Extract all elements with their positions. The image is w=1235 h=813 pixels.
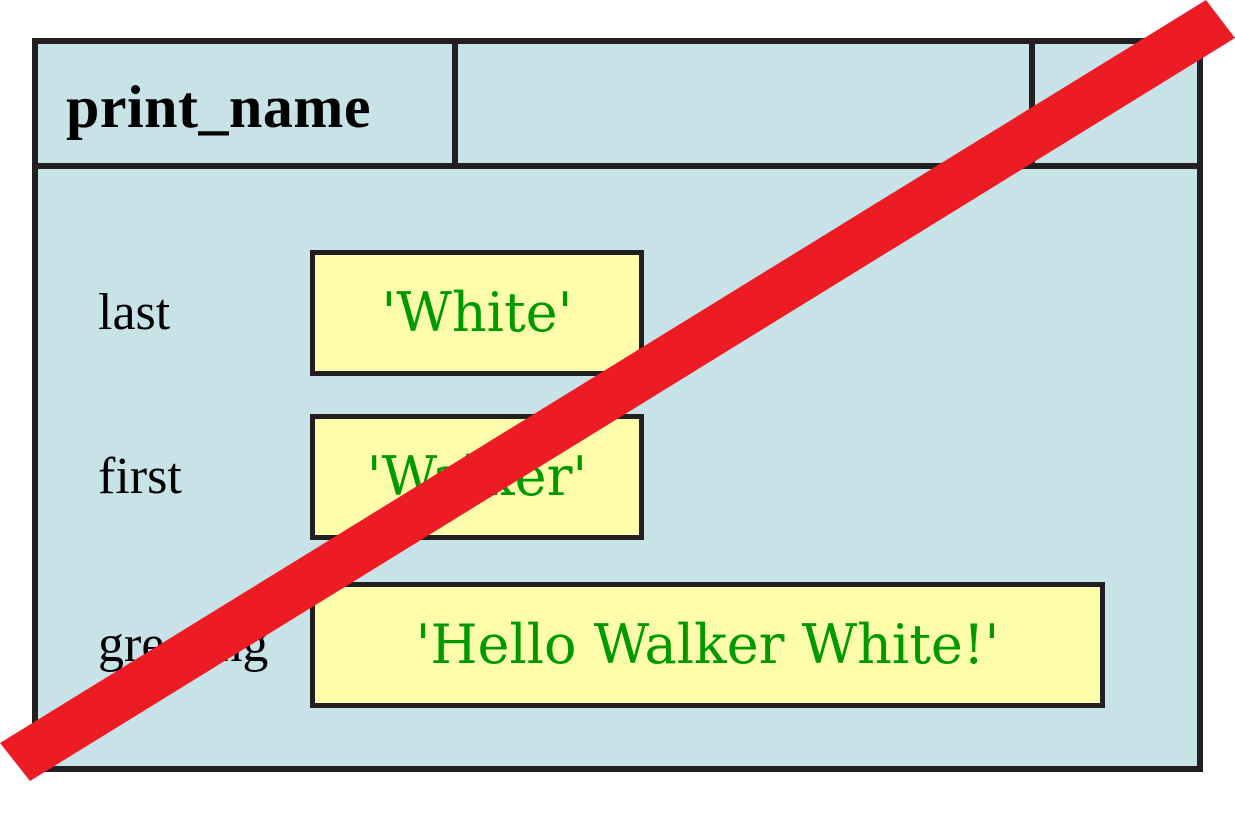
variable-value-last: 'White' bbox=[381, 281, 573, 344]
call-frame-name-cell: print_name bbox=[44, 44, 458, 169]
variable-value-box-greeting: 'Hello Walker White!' bbox=[310, 582, 1105, 708]
variable-row: first 'Walker' bbox=[38, 414, 644, 540]
call-frame-name: print_name bbox=[66, 73, 371, 140]
call-frame-counter-cell bbox=[1029, 44, 1197, 169]
variable-value-greeting: 'Hello Walker White!' bbox=[415, 613, 1000, 676]
variable-row: greeting 'Hello Walker White!' bbox=[38, 582, 1105, 708]
call-frame-body: last 'White' first 'Walker' greeting 'He… bbox=[38, 169, 1197, 766]
variable-name-last: last bbox=[98, 284, 171, 341]
variable-value-box-first: 'Walker' bbox=[310, 414, 644, 540]
variable-value-box-last: 'White' bbox=[310, 250, 644, 376]
call-frame-header: print_name bbox=[38, 44, 1197, 169]
variable-row: last 'White' bbox=[38, 250, 644, 376]
variable-value-first: 'Walker' bbox=[366, 445, 588, 508]
variable-name-greeting: greeting bbox=[98, 616, 269, 673]
variable-name-first: first bbox=[98, 448, 182, 505]
call-frame: print_name last 'White' first 'Walker' g… bbox=[32, 38, 1203, 772]
